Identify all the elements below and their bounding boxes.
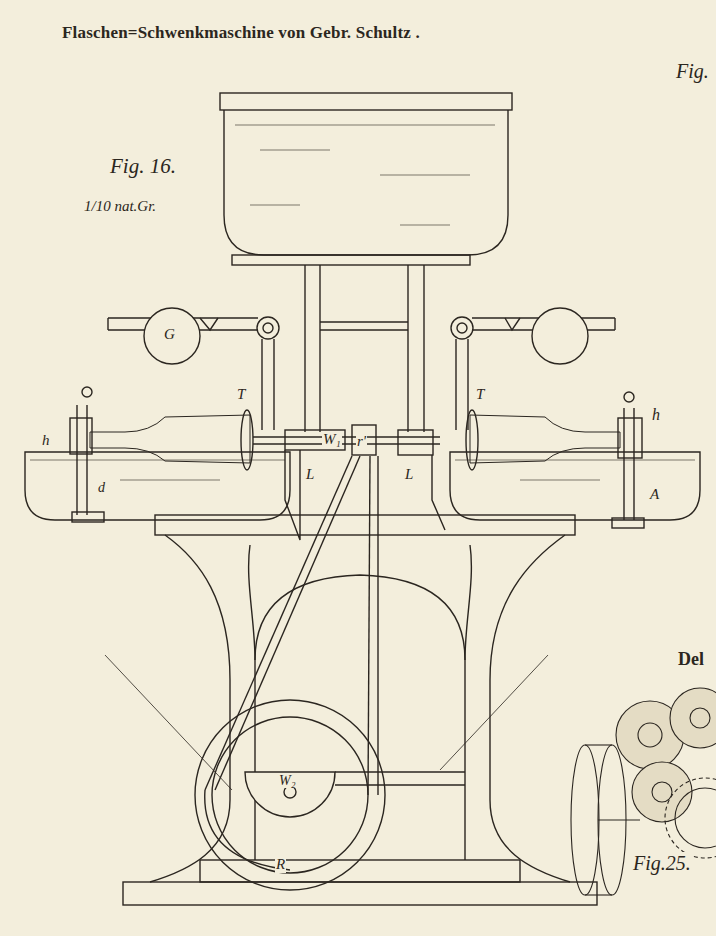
figure-number: Fig. 16. — [110, 155, 176, 178]
part-letter: h — [42, 432, 50, 449]
part-letter: T — [237, 386, 245, 403]
part-letter: T — [476, 386, 484, 403]
clamps — [70, 387, 644, 528]
belts — [105, 456, 548, 870]
fly-wheel — [195, 700, 385, 890]
part-letter: A — [650, 486, 659, 503]
part-letter: W₁ — [322, 431, 342, 448]
part-letter: d — [98, 480, 105, 495]
figure-number: Fig.25. — [632, 852, 692, 874]
disc-right — [466, 410, 478, 470]
part-letter: L — [404, 466, 414, 483]
part-letter: L — [305, 466, 315, 483]
part-letter: r' — [356, 433, 367, 450]
bottle-left — [90, 415, 250, 463]
trough-water — [30, 460, 695, 480]
tank-body — [224, 110, 508, 255]
part-letter: G — [164, 326, 175, 343]
disc-left — [241, 410, 253, 470]
tank-water — [235, 125, 495, 225]
section-heading: Del — [678, 650, 704, 670]
columns — [305, 265, 424, 432]
part-letter: R — [275, 856, 286, 873]
fig25-gears — [571, 688, 716, 895]
tank-rim — [220, 93, 512, 110]
scale-note: 1/10 nat.Gr. — [84, 198, 156, 215]
figure-title: Flaschen=Schwenkmaschine von Gebr. Schul… — [62, 24, 420, 43]
rocking-arm — [108, 308, 615, 430]
bottle-right — [470, 415, 620, 463]
part-letter: h — [652, 406, 660, 424]
frame — [123, 515, 597, 905]
figure-number: Fig. — [676, 60, 709, 82]
tank-base — [232, 255, 470, 265]
part-letter: W₂ — [278, 773, 297, 788]
